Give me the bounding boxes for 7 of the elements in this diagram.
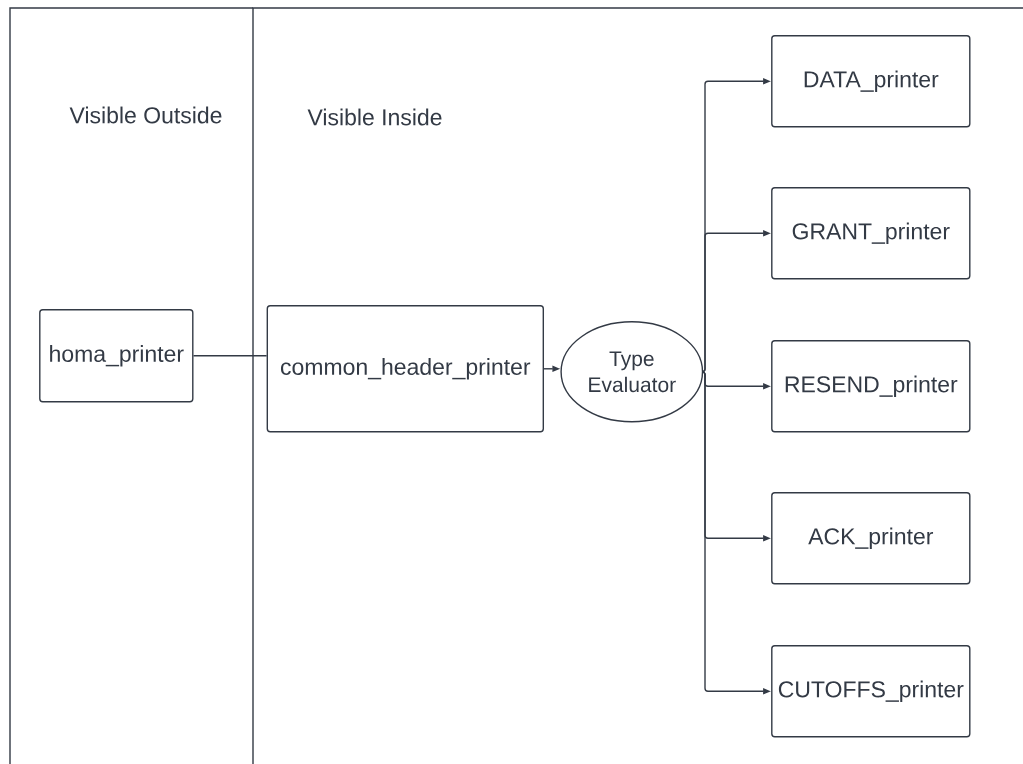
process-box: common_header_printer (266, 305, 544, 433)
process-box: CUTOFFS_printer (771, 645, 971, 738)
process-box: RESEND_printer (771, 340, 971, 433)
process-box: GRANT_printer (771, 187, 971, 280)
process-box: DATA_printer (771, 35, 971, 128)
process-box: homa_printer (39, 309, 194, 403)
process-box: ACK_printer (771, 492, 971, 585)
